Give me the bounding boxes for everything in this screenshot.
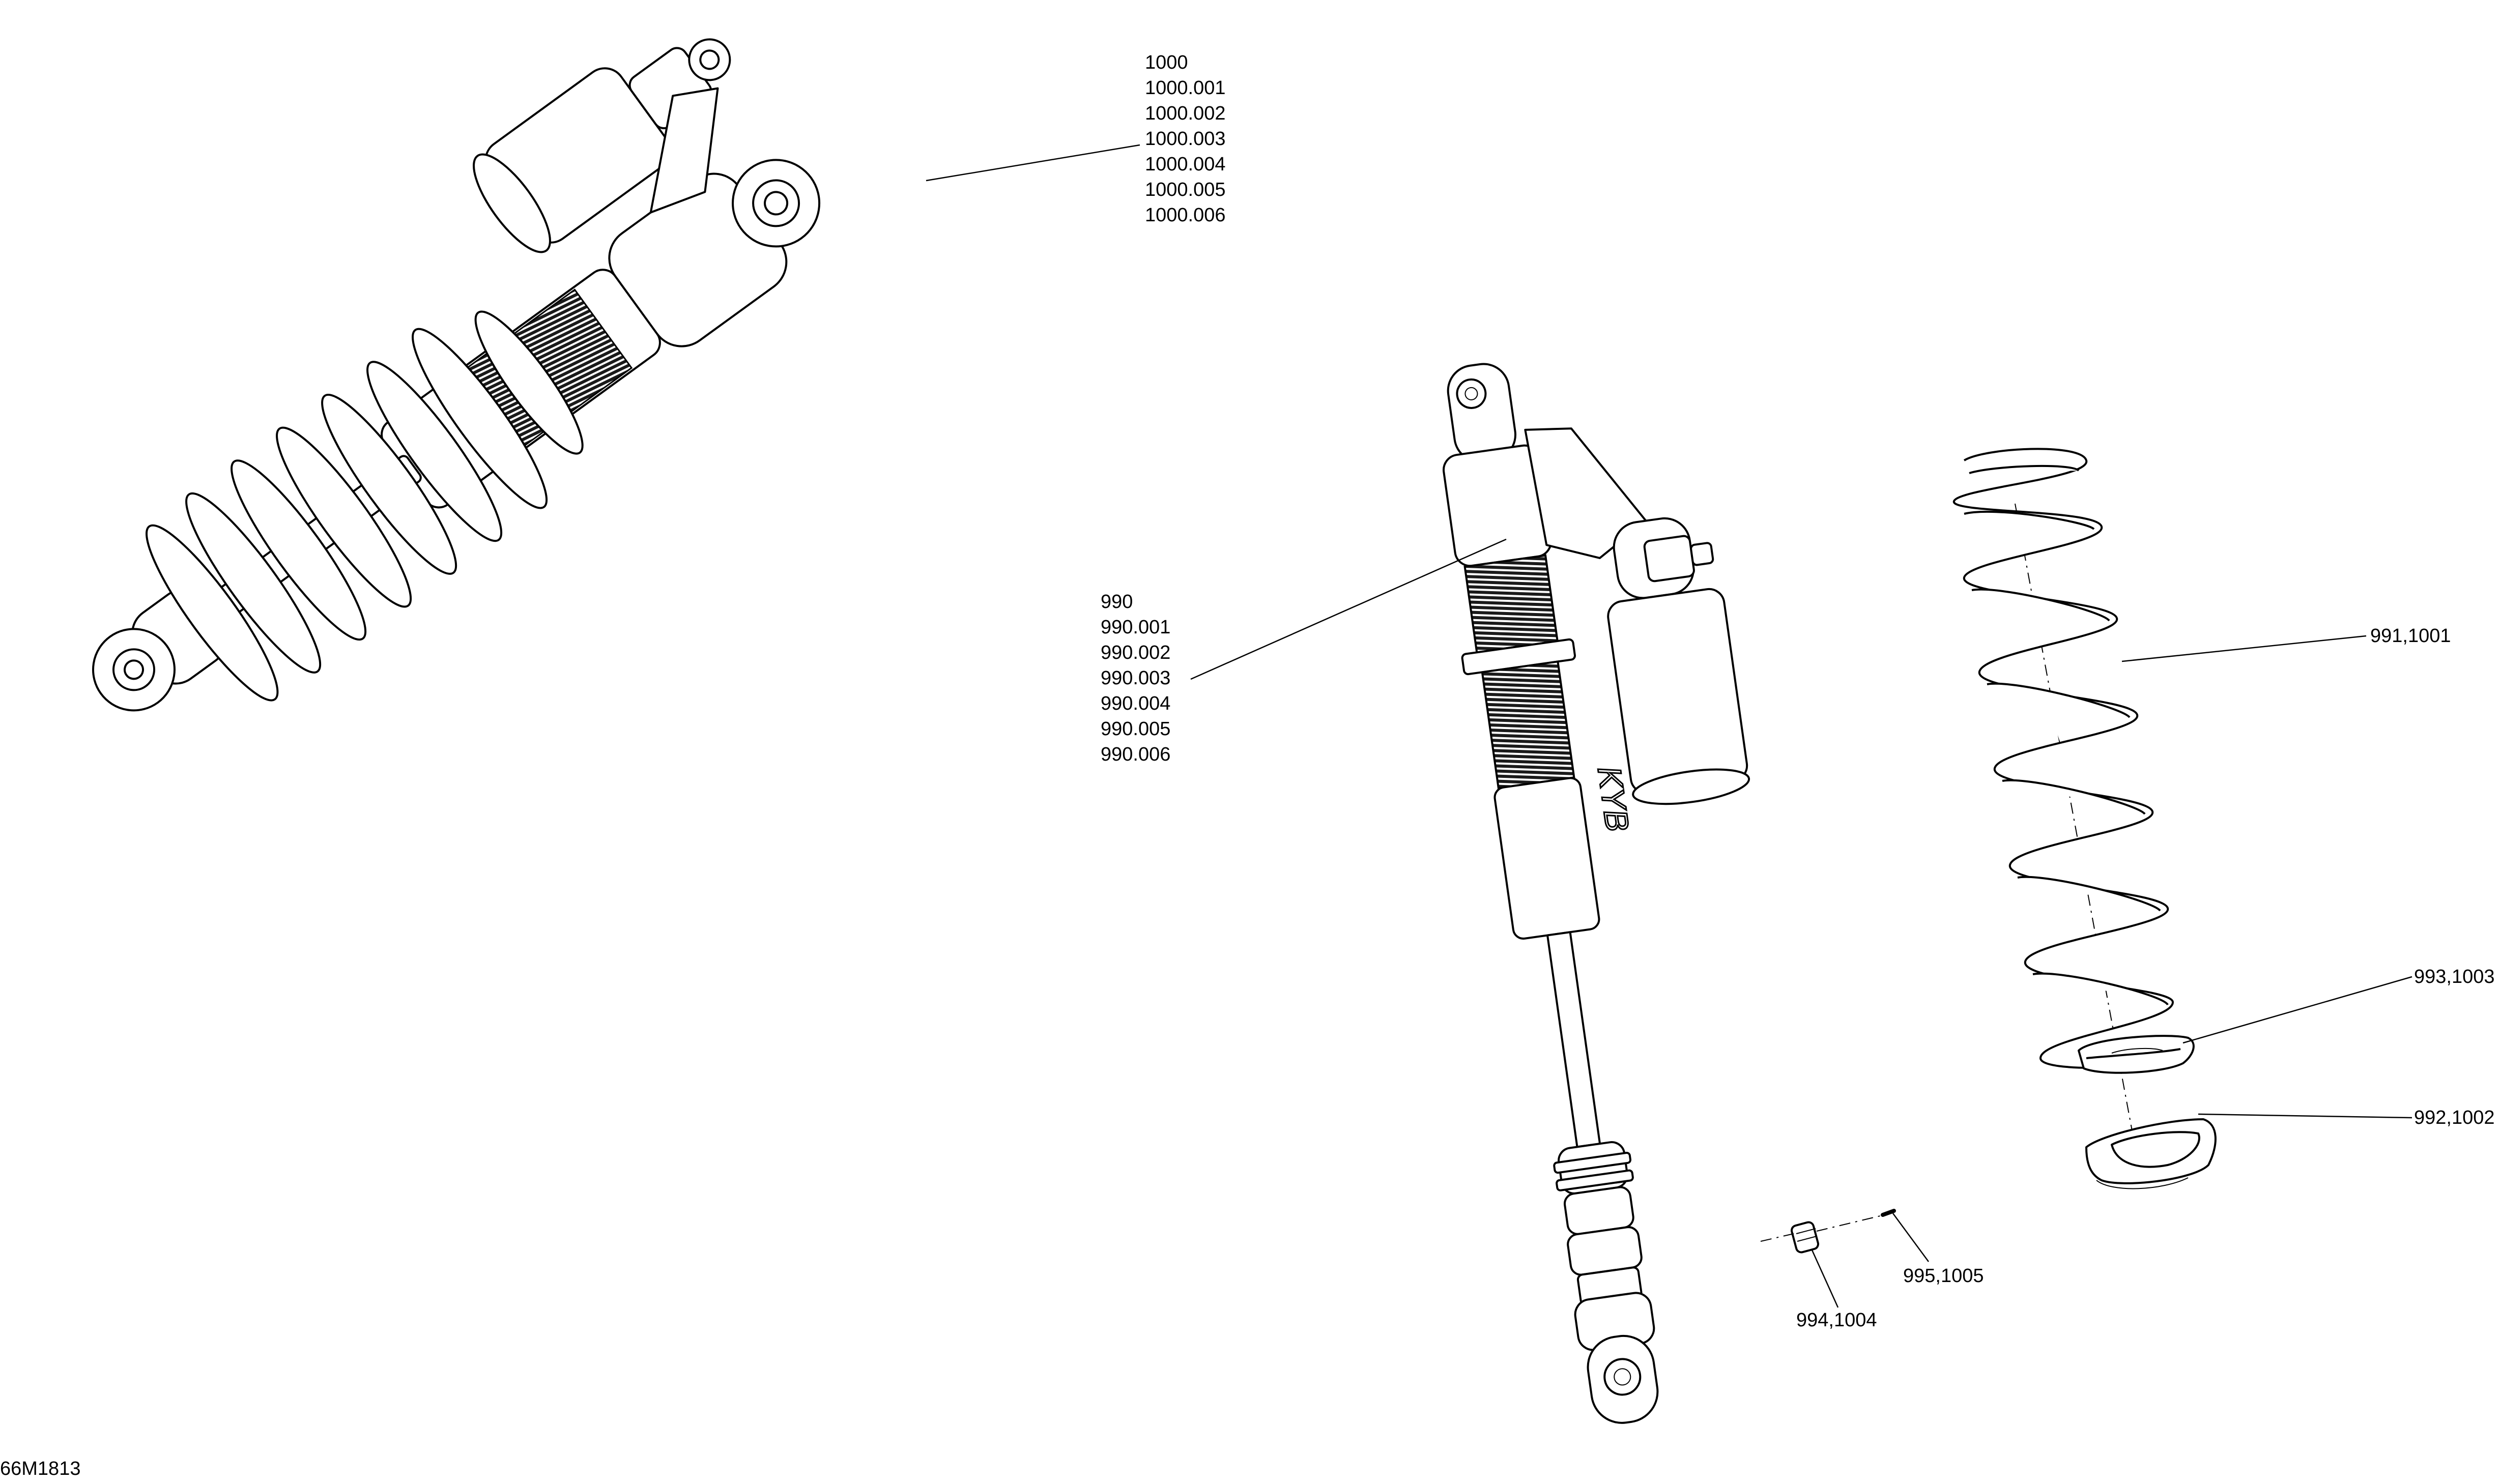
nut-994 [1760,1215,1881,1254]
shock-absorber-assembly-center [1443,363,1750,1424]
thread-upper-center [1463,554,1559,654]
pin-995 [1881,1209,1896,1217]
spring-seat-upper-993 [2078,1035,2195,1074]
callout-1000-001: 1000.001 [1145,77,1226,99]
callout-990-group: 990 990.001 990.002 990.003 990.004 990.… [1101,589,1170,767]
leader-995 [1892,1213,1930,1262]
piston-rod-center [1546,931,1601,1148]
callout-1000-002: 1000.002 [1145,103,1226,124]
thread-lower-center [1481,660,1575,790]
callout-1000-005: 1000.005 [1145,179,1226,200]
leader-991 [2121,635,2367,662]
callout-1000: 1000 [1145,52,1188,73]
leader-990 [1190,538,1507,680]
leader-994 [1811,1248,1839,1308]
leader-992 [2198,1113,2412,1119]
callout-1000-003: 1000.003 [1145,128,1226,150]
callout-994-1004: 994,1004 [1796,1310,1877,1331]
callout-1000-group: 1000 1000.001 1000.002 1000.003 1000.004… [1145,50,1226,228]
callout-990-002: 990.002 [1101,642,1171,663]
shock-absorber-assembly-top [92,38,821,712]
shock-body-center [1493,777,1600,940]
leader-lines [926,144,2412,1308]
callout-990-001: 990.001 [1101,617,1171,638]
callout-990-004: 990.004 [1101,693,1171,714]
leader-1000 [926,144,1140,182]
callout-990-005: 990.005 [1101,718,1171,740]
coil-spring-top [146,328,548,702]
callout-990-006: 990.006 [1101,744,1171,765]
schrader-valve-center [1690,542,1714,566]
callout-993-1003: 993,1003 [2414,966,2495,987]
callout-992-1002: 992,1002 [2414,1107,2495,1128]
callout-991-1001: 991,1001 [2370,625,2451,647]
drawing-number: 66M1813 [0,1458,81,1479]
callout-990-003: 990.003 [1101,667,1171,689]
callout-990: 990 [1101,591,1133,613]
preload-collar-top [474,310,584,455]
leader-993 [2182,976,2412,1044]
callout-1000-006: 1000.006 [1145,205,1226,226]
callout-995-1005: 995,1005 [1903,1265,1984,1287]
coil-spring-991 [1953,448,2174,1186]
spring-seat-lower-992 [2085,1118,2217,1189]
callout-1000-004: 1000.004 [1145,154,1226,175]
reservoir-body-center [1607,588,1748,794]
